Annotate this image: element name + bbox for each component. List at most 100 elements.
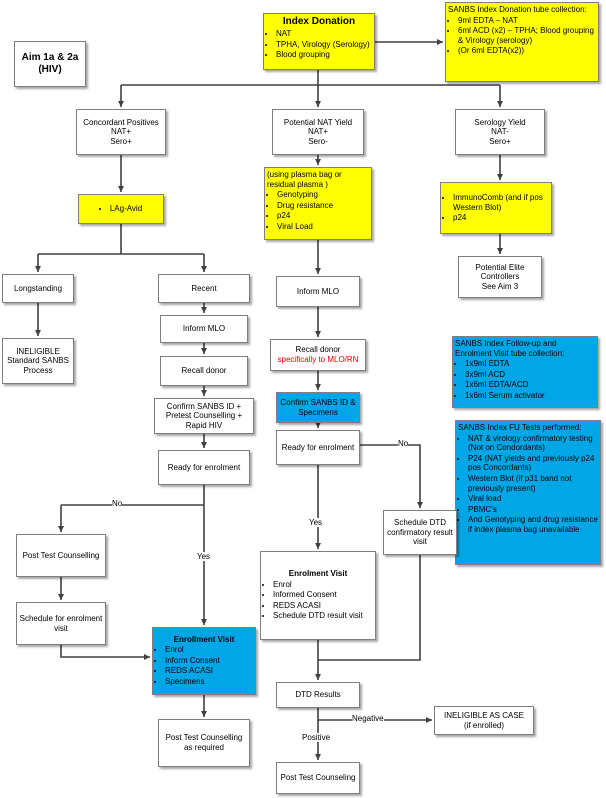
label-yes-left: Yes <box>197 552 211 561</box>
schedule-dtd-box: Schedule DTD confirmatory result visit <box>383 510 457 555</box>
list-item: 1x6ml Serum activator <box>465 391 545 401</box>
recent-text: Recent <box>191 283 217 293</box>
followup-tubes-title: SANBS Index Follow-up and Enrolment Visi… <box>455 339 565 358</box>
schedule-enrolment-text: Schedule for enrolment visit <box>19 613 103 633</box>
list-item: Informed Consent <box>273 590 363 600</box>
lag-avid-list: LAg-Avid <box>100 203 142 215</box>
fu-tests-list: NAT & virology confirmatory testing (Not… <box>458 433 598 536</box>
list-item: NAT <box>276 29 370 39</box>
list-item: PBMC’s <box>468 505 598 515</box>
elite-controllers-text: Potential Elite Controllers See Aim 3 <box>475 262 525 291</box>
enrollment-visit-left-title: Enrollment Visit <box>173 634 235 644</box>
list-item: Schedule DTD result visit <box>273 611 363 621</box>
list-item: NAT & virology confirmatory testing (Not… <box>468 434 598 453</box>
confirm-id-mid-text: Confirm SANBS ID & Specimens <box>280 397 356 417</box>
ready-enrolment-mid-box: Ready for enrolment <box>276 430 360 465</box>
list-item: Inform Consent <box>165 656 220 666</box>
confirm-id-mid-box: Confirm SANBS ID & Specimens <box>276 392 360 423</box>
plasma-testing-list: Genotyping Drug resistance p24 Viral Loa… <box>267 189 333 232</box>
list-item: 3x9ml ACD <box>465 370 545 380</box>
index-donation-list: NAT TPHA, Virology (Serology) Blood grou… <box>266 28 370 61</box>
list-item: TPHA, Virology (Serology) <box>276 40 370 50</box>
post-test-mid-box: Post Test Counseling <box>276 762 360 794</box>
list-item: ImmunoComb (and if pos Western Blot) <box>453 193 549 212</box>
inform-mlo-left-text: Inform MLO <box>182 324 226 334</box>
ineligible-standard-box: INELIGIBLE Standard SANBS Process <box>2 338 74 384</box>
longstanding-text: Longstanding <box>13 283 63 293</box>
fu-tests-title: SANBS Index FU Tests performed: <box>458 423 582 432</box>
inform-mlo-left-box: Inform MLO <box>160 315 248 343</box>
ready-enrolment-left-box: Ready for enrolment <box>158 450 250 485</box>
list-item: Viral load <box>468 494 598 504</box>
label-negative: Negative <box>352 714 384 723</box>
recall-donor-left-text: Recall donor <box>181 366 227 376</box>
list-item: 1x6ml EDTA/ACD <box>465 380 545 390</box>
post-test-left-text: Post Test Counselling <box>22 550 100 560</box>
recall-donor-mid-text: Recall donor <box>295 345 341 355</box>
list-item: Enrol <box>165 645 220 655</box>
schedule-dtd-text: Schedule DTD confirmatory result visit <box>387 518 453 547</box>
elite-controllers-box: Potential Elite Controllers See Aim 3 <box>458 256 542 298</box>
list-item: (Or 6ml EDTA(x2)) <box>458 46 596 56</box>
recall-donor-left-box: Recall donor <box>160 356 248 386</box>
connector <box>318 555 421 661</box>
ineligible-standard-text: INELIGIBLE Standard SANBS Process <box>7 346 69 375</box>
connector <box>360 444 423 508</box>
list-item: p24 <box>453 213 549 223</box>
enrollment-visit-left-box: Enrollment Visit Enrol Inform Consent RE… <box>152 627 256 695</box>
serology-yield-text: Serology Yield NAT- Sero+ <box>474 117 526 146</box>
immunocomb-list: ImmunoComb (and if pos Western Blot) p24 <box>443 192 549 224</box>
post-test-required-box: Post Test Counselling as required <box>158 719 250 767</box>
plasma-testing-box: (using plasma bag or residual plasma ) G… <box>264 167 372 240</box>
index-donation-box: Index Donation NAT TPHA, Virology (Serol… <box>263 13 375 70</box>
concordant-positives-text: Concordant Positives NAT+ Sero+ <box>83 117 159 146</box>
list-item: p24 <box>277 211 333 221</box>
list-item: 6ml ACD (x2) – TPHA; Blood grouping & Vi… <box>458 26 596 45</box>
plasma-testing-title: (using plasma bag or residual plasma ) <box>267 170 342 189</box>
list-item: REDS ACASI <box>165 666 220 676</box>
tube-collection-list: 9ml EDTA – NAT 6ml ACD (x2) – TPHA; Bloo… <box>448 15 596 57</box>
list-item: Specimens <box>165 677 220 687</box>
potential-nat-yield-text: Potential NAT Yield NAT+ Sero- <box>283 117 353 146</box>
list-item: REDS ACASI <box>273 601 363 611</box>
serology-yield-box: Serology Yield NAT- Sero+ <box>455 109 545 155</box>
post-test-required-text: Post Test Counselling as required <box>165 733 243 752</box>
concordant-positives-box: Concordant Positives NAT+ Sero+ <box>76 109 166 155</box>
enrollment-visit-left-list: Enrol Inform Consent REDS ACASI Specimen… <box>155 644 220 687</box>
list-item: P24 (NAT yields and previously p24 pos C… <box>468 454 598 473</box>
dtd-results-box: DTD Results <box>276 682 360 708</box>
list-item: 1x9ml EDTA <box>465 359 545 369</box>
ineligible-case-text: INELIGIBLE AS CASE (if enrolled) <box>443 710 525 730</box>
dtd-results-text: DTD Results <box>295 690 341 700</box>
confirm-id-left-text: Confirm SANBS ID + Pretest Counselling +… <box>165 401 243 430</box>
list-item: Genotyping <box>277 190 333 200</box>
ready-enrolment-mid-text: Ready for enrolment <box>281 442 355 452</box>
recent-box: Recent <box>158 274 250 303</box>
longstanding-box: Longstanding <box>2 274 74 303</box>
schedule-enrolment-box: Schedule for enrolment visit <box>16 602 106 645</box>
list-item: Enrol <box>273 580 363 590</box>
list-item: And Genotyping and drug resistance if in… <box>468 515 598 534</box>
list-item: Viral Load <box>277 222 333 232</box>
label-no-left: No <box>112 499 123 508</box>
label-yes-mid: Yes <box>309 518 323 527</box>
fu-tests-box: SANBS Index FU Tests performed: NAT & vi… <box>455 420 601 565</box>
list-item: Drug resistance <box>277 201 333 211</box>
enrolment-visit-mid-list: Enrol Informed Consent REDS ACASI Schedu… <box>263 579 363 622</box>
ready-enrolment-left-text: Ready for enrolment <box>167 462 241 472</box>
list-item: 9ml EDTA – NAT <box>458 16 596 26</box>
list-item: Blood grouping <box>276 50 370 60</box>
aim-title-box: Aim 1a & 2a (HIV) <box>14 41 86 87</box>
enrolment-visit-mid-title: Enrolment Visit <box>288 569 348 579</box>
list-item: Western Blot (if p31 band not previously… <box>468 474 598 493</box>
recall-donor-mid-box: Recall donor specifically to MLO/RN <box>270 339 366 371</box>
followup-tubes-box: SANBS Index Follow-up and Enrolment Visi… <box>452 336 598 408</box>
aim-title: Aim 1a & 2a (HIV) <box>21 52 79 75</box>
list-item: LAg-Avid <box>110 204 142 214</box>
immunocomb-box: ImmunoComb (and if pos Western Blot) p24 <box>440 182 552 234</box>
ineligible-case-box: INELIGIBLE AS CASE (if enrolled) <box>434 706 534 735</box>
index-donation-title: Index Donation <box>282 16 356 27</box>
inform-mlo-mid-box: Inform MLO <box>276 276 360 307</box>
recall-donor-mid-specific: specifically to MLO/RN <box>277 355 359 364</box>
